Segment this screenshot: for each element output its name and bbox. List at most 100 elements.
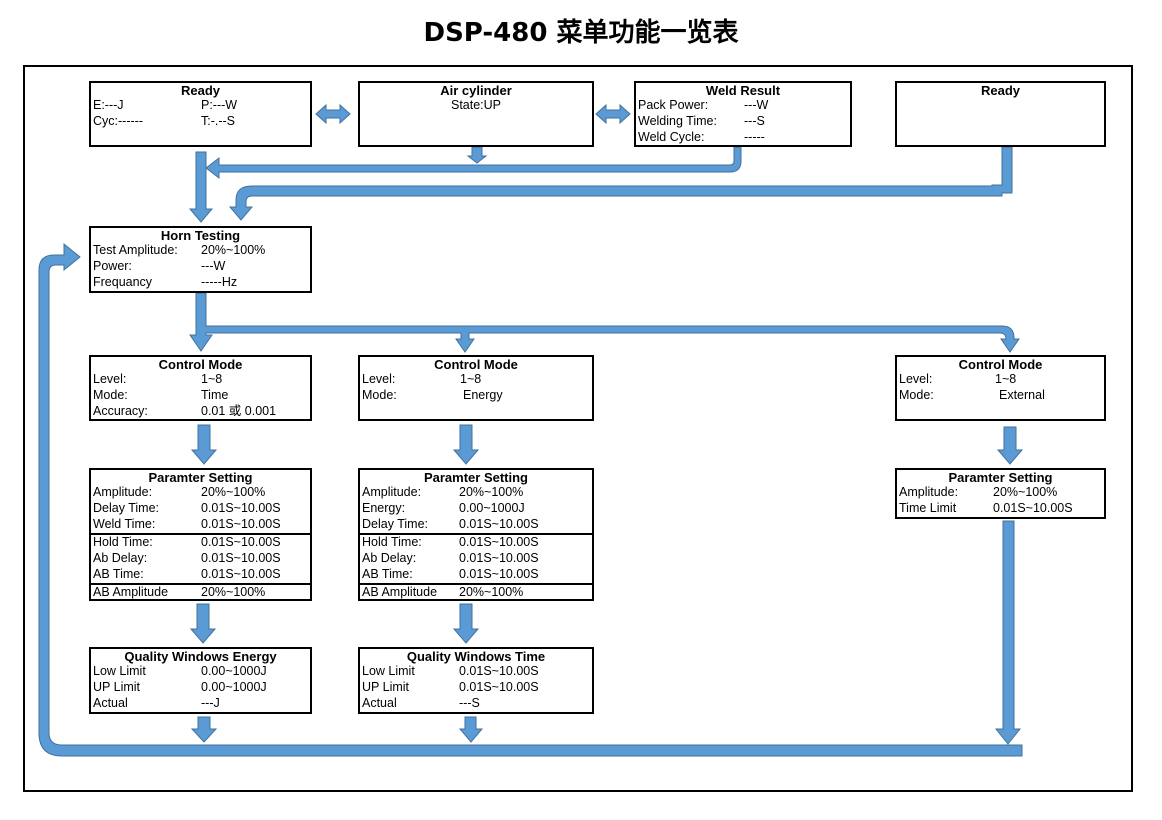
- box-header: Control Mode: [958, 357, 1043, 372]
- ps-row: Energy:0.00~1000J: [360, 501, 592, 517]
- ps-row: Delay Time: 0.01S~10.00S: [360, 517, 592, 533]
- row-key: Hold Time:: [362, 535, 422, 549]
- cm-row: Level: 1~8: [360, 372, 592, 388]
- ps-row: Amplitude: 20%~100%: [360, 485, 592, 501]
- row-value: 20%~100%: [201, 485, 266, 499]
- air-cylinder-box: Air cylinder State:UP: [358, 81, 594, 147]
- row-key: AB Amplitude: [362, 585, 438, 599]
- row-value: 0.01S~10.00S: [459, 567, 539, 581]
- ps-row: Amplitude: 20%~100%: [91, 485, 310, 501]
- row-key: Frequancy: [93, 275, 153, 289]
- row-key: Delay Time:: [93, 501, 159, 515]
- box-header: Paramter Setting: [148, 470, 253, 485]
- row-value: ---W: [744, 98, 769, 112]
- box-header: Control Mode: [434, 357, 518, 372]
- arrow-ps3-bottom: [994, 520, 1022, 745]
- qw-row: Actual---S: [360, 696, 592, 712]
- row-value: 20%~100%: [201, 585, 266, 599]
- arrow-bottom-return: [38, 242, 1023, 757]
- row-key: Delay Time:: [362, 517, 428, 531]
- row-value: 0.01S~10.00S: [201, 535, 281, 549]
- parameter-setting-external-box: Paramter Setting Amplitude:20%~100% Time…: [895, 468, 1106, 519]
- row-key: Power:: [93, 259, 132, 273]
- ps-row: Ab Delay:0.01S~10.00S: [360, 551, 592, 567]
- row-value: ---S: [459, 696, 480, 710]
- row-key: Low Limit: [93, 664, 146, 678]
- arrow-ready-air: [315, 103, 351, 125]
- row-value: ---J: [201, 696, 220, 710]
- row-value: 0.01S~10.00S: [459, 551, 539, 565]
- power-value: P:---W: [201, 98, 238, 112]
- box-header: Quality Windows Energy: [124, 649, 277, 664]
- ready-row: E:---J P:---W: [91, 98, 310, 114]
- qw-row: Actual ---J: [91, 696, 310, 712]
- weld-row: Pack Power: ---W: [636, 98, 850, 114]
- box-header: Paramter Setting: [948, 470, 1053, 485]
- row-key: Level:: [899, 372, 933, 386]
- arrow-cm2-ps2: [452, 424, 480, 465]
- row-key: Actual: [93, 696, 128, 710]
- page-title: DSP-480 菜单功能一览表: [423, 18, 739, 48]
- row-value: 0.01S~10.00S: [459, 535, 539, 549]
- box-header: Control Mode: [158, 357, 243, 372]
- row-key: Amplitude:: [362, 485, 422, 499]
- row-value: Energy: [463, 388, 503, 402]
- control-mode-energy-box: Control Mode Level:1~8 Mode:Energy: [358, 355, 594, 421]
- row-key: Pack Power:: [638, 98, 709, 112]
- row-value: 1~8: [460, 372, 482, 386]
- box-header: Weld Result: [705, 83, 781, 98]
- diagram-frame: [23, 65, 1133, 792]
- cycle-value: Cyc:------: [93, 114, 143, 128]
- row-value: 0.01S~10.00S: [201, 551, 281, 565]
- arrow-qw1-down: [190, 716, 218, 743]
- row-value: ---S: [744, 114, 765, 128]
- row-value: 1~8: [995, 372, 1017, 386]
- ps-row: Weld Time:0.01S~10.00S: [91, 517, 310, 533]
- parameter-setting-energy-box: Paramter Setting Amplitude: 20%~100% Ener…: [358, 468, 594, 601]
- time-value: T:-.--S: [201, 114, 236, 128]
- row-key: Level:: [93, 372, 127, 386]
- row-key: Energy:: [362, 501, 406, 515]
- row-key: Amplitude:: [899, 485, 959, 499]
- row-value: 20%~100%: [993, 485, 1058, 499]
- row-value: 0.01S~10.00S: [993, 501, 1073, 515]
- row-value: 0.01S~10.00S: [459, 680, 539, 694]
- ps-row: AB Time:0.01S~10.00S: [91, 567, 310, 583]
- row-key: Welding Time:: [638, 114, 717, 128]
- row-value: 0.01S~10.00S: [459, 517, 539, 531]
- row-key: Amplitude:: [93, 485, 153, 499]
- row-key: Ab Delay:: [93, 551, 148, 565]
- cm-row: Level: 1~8: [897, 372, 1104, 388]
- box-header: Ready: [180, 83, 221, 98]
- row-key: Mode:: [899, 388, 934, 402]
- cm-row: Mode:Time: [91, 388, 310, 404]
- row-value: 1~8: [201, 372, 223, 386]
- box-header: Paramter Setting: [423, 470, 529, 485]
- arrow-cm1-ps1: [190, 424, 218, 465]
- row-value: 0.01S~10.00S: [201, 517, 281, 531]
- row-key: Mode:: [93, 388, 128, 402]
- row-key: Level:: [362, 372, 396, 386]
- row-value: 0.01S~10.00S: [201, 567, 281, 581]
- arrow-ps2-qw2: [452, 603, 480, 644]
- horn-testing-box: Horn Testing Test Amplitude:20%~100% Pow…: [89, 226, 312, 293]
- box-header: Ready: [980, 83, 1021, 98]
- row-value: 20%~100%: [459, 485, 524, 499]
- arrow-air-down: [466, 146, 488, 164]
- control-mode-time-box: Control Mode Level: 1~8 Mode:Time Accurac…: [89, 355, 312, 421]
- air-state: State:UP: [450, 98, 502, 112]
- row-value: External: [999, 388, 1045, 402]
- ps-row: Delay Time:0.01S~10.00S: [91, 501, 310, 517]
- row-key: Accuracy:: [93, 404, 148, 418]
- parameter-setting-time-box: Paramter Setting Amplitude: 20%~100% Dela…: [89, 468, 312, 601]
- horn-row: Frequancy-----Hz: [91, 275, 310, 291]
- ready-row: Cyc:------ T:-.--S: [91, 114, 310, 130]
